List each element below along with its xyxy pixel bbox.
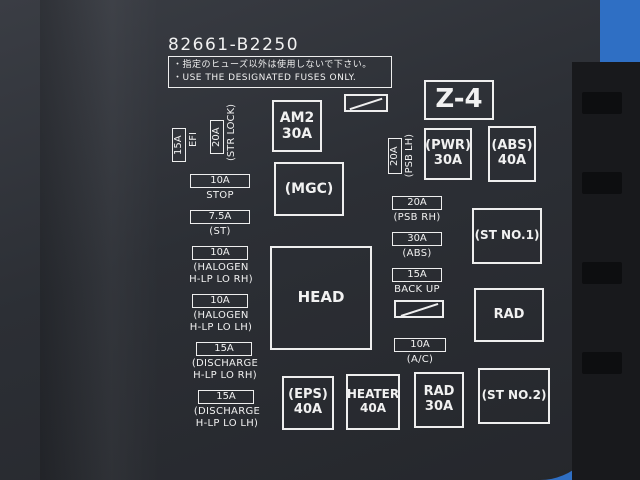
fuse-psb-lh-name: (PSB LH) — [404, 134, 415, 178]
zone-label: Z-4 — [424, 80, 494, 120]
fuse-halogen-lh-name1: (HALOGEN — [193, 310, 249, 321]
notice-label: ・指定のヒューズ以外は使用しないで下さい。 ・USE THE DESIGNATE… — [168, 56, 392, 88]
fuse-st-no1: (ST NO.1) — [472, 208, 542, 264]
fuse-psb-lh-amp: 20A — [388, 138, 402, 174]
fuse-ac-amp: 10A — [394, 338, 446, 352]
fuse-ac-name: (A/C) — [406, 354, 434, 365]
fuse-psb-rh-name: (PSB RH) — [393, 212, 441, 223]
fuse-discharge-lh-amp: 15A — [198, 390, 254, 404]
fuse-backup-name: BACK UP — [394, 284, 440, 295]
fuse-efi-amp: 15A — [172, 128, 186, 162]
fuse-abs30-name: (ABS) — [402, 248, 432, 259]
fuse-stop-name: STOP — [206, 190, 234, 201]
fuse-st-no2: (ST NO.2) — [478, 368, 550, 424]
spare-slot-top — [344, 94, 388, 112]
fuse-stop-amp: 10A — [190, 174, 250, 188]
fuse-box-lid — [0, 0, 600, 480]
fuse-strlock-name: (STR LOCK) — [226, 104, 237, 162]
fuse-backup-amp: 15A — [392, 268, 442, 282]
zone-text: Z-4 — [435, 84, 483, 115]
fuse-psb-rh-amp: 20A — [392, 196, 442, 210]
fuse-halogen-rh-name1: (HALOGEN — [193, 262, 249, 273]
fuse-discharge-lh-name1: (DISCHARGE — [193, 406, 261, 417]
fuse-eps: (EPS)40A — [282, 376, 334, 430]
part-number: 82661-B2250 — [168, 35, 300, 55]
fuse-strlock-amp: 20A — [210, 120, 224, 154]
fuse-abs30-amp: 30A — [392, 232, 442, 246]
fuse-pwr: (PWR)30A — [424, 128, 472, 180]
fuse-halogen-rh-amp: 10A — [192, 246, 248, 260]
fuse-abs40: (ABS)40A — [488, 126, 536, 182]
fuse-discharge-rh-name2: H-LP LO RH) — [193, 370, 257, 381]
fuse-halogen-lh-amp: 10A — [192, 294, 248, 308]
fuse-st-amp: 7.5A — [190, 210, 250, 224]
fuse-rad: RAD — [474, 288, 544, 342]
fuse-halogen-rh-name2: H-LP LO RH) — [189, 274, 253, 285]
spare-slot-mid — [394, 300, 444, 318]
fuse-mgc: (MGC) — [274, 162, 344, 216]
side-latch — [572, 62, 640, 480]
fuse-head: HEAD — [270, 246, 372, 350]
fuse-halogen-lh-name2: H-LP LO LH) — [189, 322, 253, 333]
fuse-discharge-rh-amp: 15A — [196, 342, 252, 356]
notice-jp: ・指定のヒューズ以外は使用しないで下さい。 — [173, 60, 372, 70]
notice-en: ・USE THE DESIGNATED FUSES ONLY. — [173, 73, 357, 83]
fuse-efi-name: EFI — [188, 132, 199, 148]
fuse-st-name: (ST) — [209, 226, 231, 237]
fuse-discharge-rh-name1: (DISCHARGE — [191, 358, 259, 369]
fuse-discharge-lh-name2: H-LP LO LH) — [195, 418, 259, 429]
